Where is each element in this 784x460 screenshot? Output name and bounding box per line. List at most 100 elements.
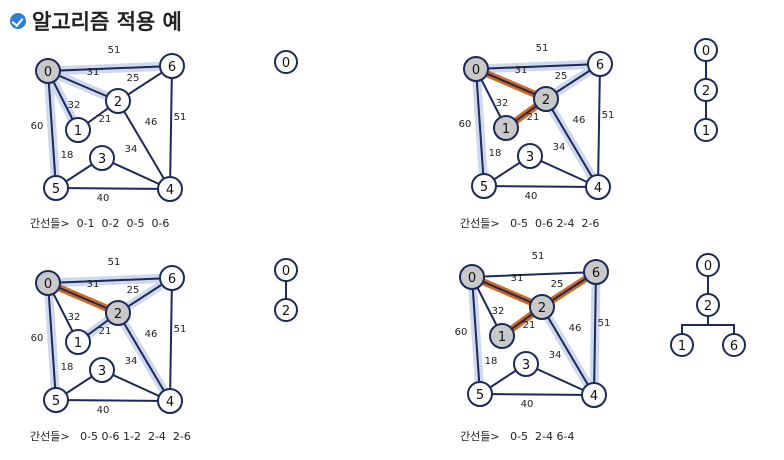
- tree-node-6: [722, 333, 746, 357]
- graph-node-5: [43, 387, 69, 413]
- graph-node-5: [467, 381, 493, 407]
- graph-node-5: [43, 175, 69, 201]
- graph-node-6: [587, 51, 613, 77]
- graph-edge-2-4: [541, 306, 595, 396]
- edge-weight-label: 46: [145, 329, 158, 340]
- graph-node-label-4: 4: [166, 395, 174, 410]
- graph-node-label-4: 4: [166, 183, 174, 198]
- graph-node-label-5: 5: [476, 388, 484, 403]
- edge-weight-label: 18: [61, 362, 74, 373]
- tree-node-0: [274, 50, 298, 74]
- edge-weight-label: 60: [31, 121, 44, 132]
- edge-weight-label: 40: [525, 191, 538, 202]
- graph-node-4: [157, 176, 183, 202]
- graph-node-0: [35, 58, 61, 84]
- edge-weight-label: 18: [489, 148, 502, 159]
- graph-edge-6-4: [169, 277, 173, 402]
- graph-node-label-3: 3: [526, 150, 534, 165]
- graph-node-label-3: 3: [98, 364, 106, 379]
- graph-node-label-1: 1: [74, 336, 82, 351]
- graph-edge-0-5: [475, 68, 485, 187]
- graph-edge-5-4: [479, 393, 595, 396]
- edge-caption-4: 간선들> 0-5 2-4 6-4: [460, 430, 575, 443]
- graph-edge-0-6: [47, 277, 173, 284]
- graph-node-4: [585, 174, 611, 200]
- tree-node-label-2: 2: [702, 84, 710, 99]
- graph-node-label-1: 1: [74, 124, 82, 139]
- graph-edge-0-5: [47, 282, 57, 401]
- graph-node-label-0: 0: [44, 65, 52, 80]
- edge-weight-label: 46: [573, 115, 586, 126]
- graph-node-0: [459, 264, 485, 290]
- graph-node-label-1: 1: [502, 122, 510, 137]
- edge-weight-label: 46: [145, 117, 158, 128]
- graph-edge-0-5: [471, 276, 481, 395]
- edge-weight-label: 51: [174, 112, 187, 123]
- edge-weight-label: 51: [108, 45, 121, 56]
- graph-edge-5-4: [55, 399, 171, 402]
- graph-edge-0-6: [475, 63, 601, 70]
- graph-node-label-0: 0: [44, 277, 52, 292]
- edge-weight-label: 31: [515, 65, 528, 76]
- edge-weight-label: 32: [68, 100, 81, 111]
- graph-edge-2-4: [117, 100, 171, 190]
- edge-caption-1: 간선들> 0-1 0-2 0-5 0-6: [30, 217, 170, 230]
- graph-edge-5-4: [55, 187, 171, 190]
- edge-weight-label: 25: [555, 71, 568, 82]
- graph-node-5: [471, 173, 497, 199]
- edge-weight-label: 31: [511, 273, 524, 284]
- graph-node-3: [517, 143, 543, 169]
- edge-weight-label: 60: [455, 327, 468, 338]
- tree-node-1: [670, 333, 694, 357]
- graph-node-label-6: 6: [168, 272, 176, 287]
- graph-node-2: [105, 88, 131, 114]
- graph-node-label-2: 2: [542, 93, 550, 108]
- edge-weight-label: 32: [496, 98, 509, 109]
- edge-weight-label: 46: [569, 323, 582, 334]
- edge-weight-label: 40: [521, 399, 534, 410]
- section-title: 알고리즘 적용 예: [10, 4, 182, 38]
- graph-edge-6-4: [593, 271, 597, 396]
- graph-node-label-6: 6: [168, 60, 176, 75]
- graph-node-0: [463, 56, 489, 82]
- graph-node-6: [159, 53, 185, 79]
- tree-node-label-0: 0: [702, 44, 710, 59]
- tree-node-2: [694, 78, 718, 102]
- graph-node-0: [35, 270, 61, 296]
- edge-weight-label: 51: [532, 251, 545, 262]
- edge-weight-label: 31: [87, 279, 100, 290]
- graph-node-6: [159, 265, 185, 291]
- graph-node-label-3: 3: [98, 152, 106, 167]
- graph-node-6: [583, 259, 609, 285]
- edge-weight-label: 18: [61, 150, 74, 161]
- graph-node-1: [493, 115, 519, 141]
- edge-weight-label: 60: [459, 119, 472, 130]
- edge-weight-label: 51: [108, 257, 121, 268]
- graph-node-label-2: 2: [114, 307, 122, 322]
- edge-weight-label: 18: [485, 356, 498, 367]
- graph-node-3: [513, 351, 539, 377]
- edge-weight-label: 51: [598, 318, 611, 329]
- edge-caption-3: 간선들> 0-5 0-6 1-2 2-4 2-6: [30, 430, 191, 443]
- edge-weight-label: 51: [536, 43, 549, 54]
- edge-weight-label: 31: [87, 67, 100, 78]
- graph-node-1: [65, 117, 91, 143]
- tree-node-label-1: 1: [678, 339, 686, 354]
- graph-node-label-2: 2: [114, 95, 122, 110]
- tree-node-0: [274, 258, 298, 282]
- graph-node-label-3: 3: [522, 358, 530, 373]
- edge-weight-label: 60: [31, 333, 44, 344]
- edge-weight-label: 32: [492, 306, 505, 317]
- edge-caption-2: 간선들> 0-5 0-6 2-4 2-6: [460, 217, 600, 230]
- tree-node-label-0: 0: [704, 259, 712, 274]
- edge-weight-label: 34: [549, 350, 562, 361]
- edge-weight-label: 25: [551, 279, 564, 290]
- edge-weight-label: 51: [174, 324, 187, 335]
- graph-node-label-4: 4: [590, 389, 598, 404]
- graph-node-label-0: 0: [468, 271, 476, 286]
- tree-node-0: [694, 38, 718, 62]
- graph-node-1: [489, 323, 515, 349]
- graph-node-4: [581, 382, 607, 408]
- edge-weight-label: 25: [127, 285, 140, 296]
